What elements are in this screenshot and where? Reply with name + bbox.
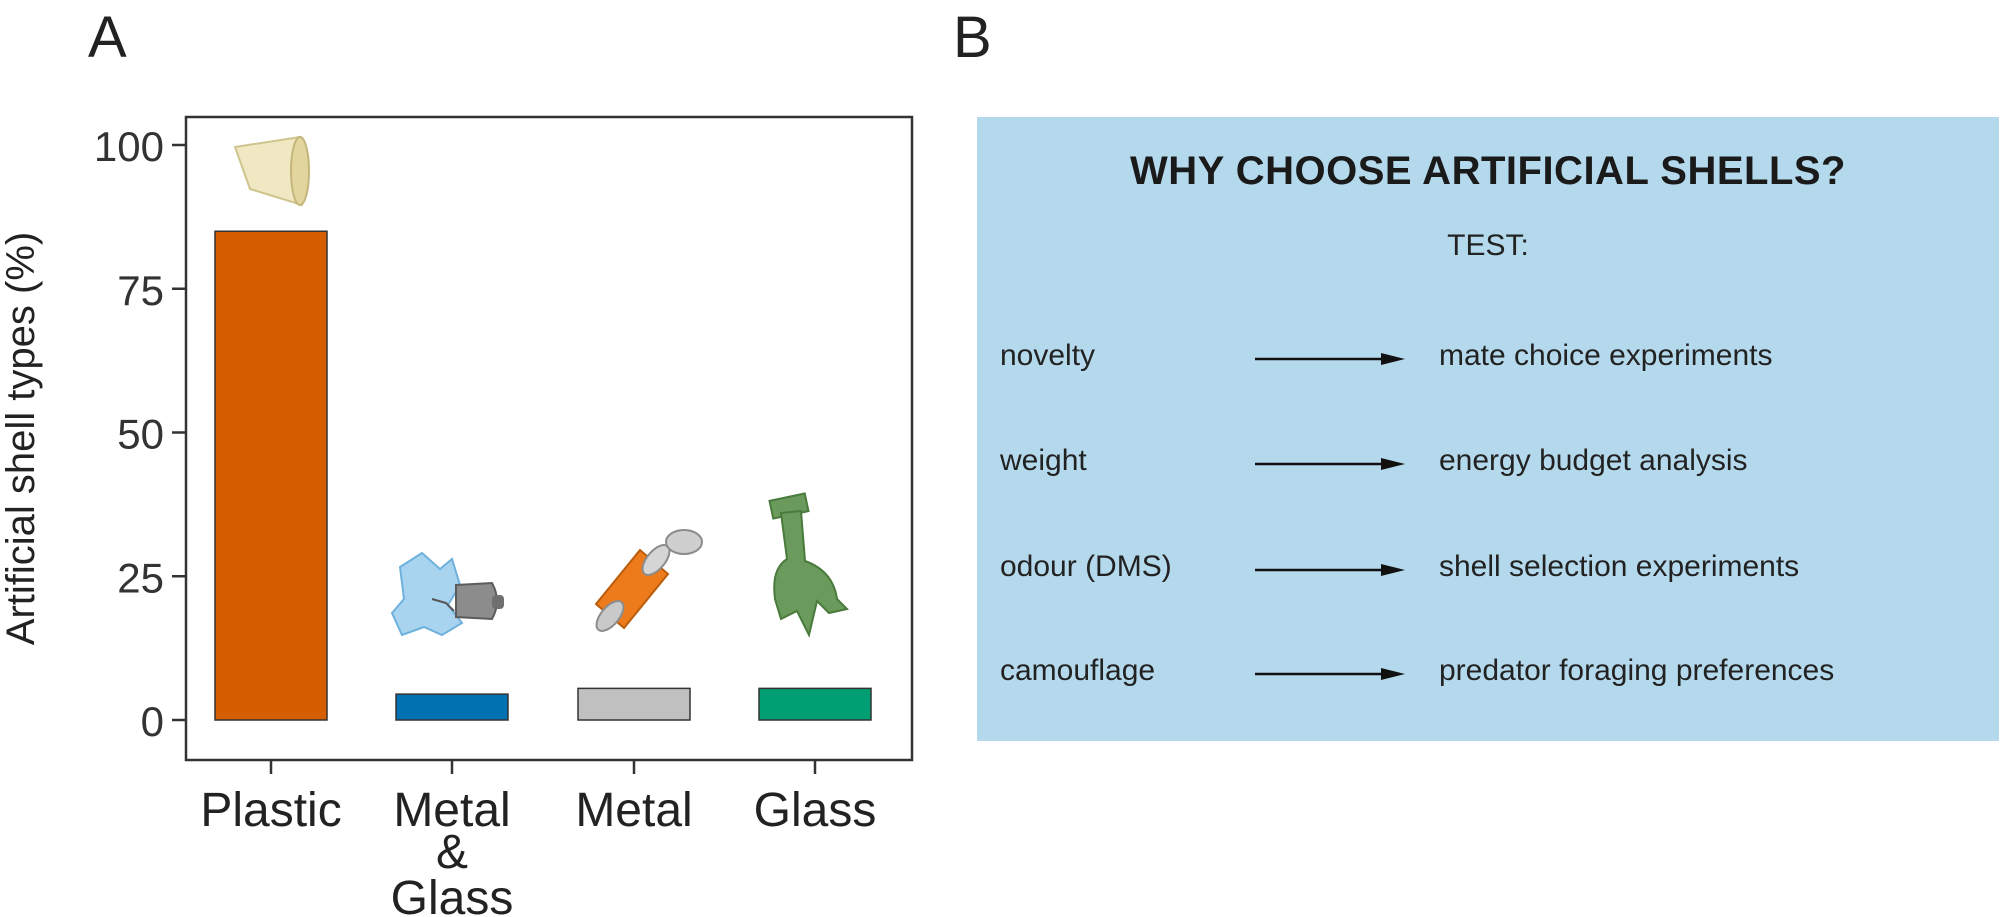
broken-bottle-icon — [768, 492, 849, 638]
plastic-cup-icon — [233, 135, 310, 207]
info-row-odour: odour (DMS) shell selection experiments — [977, 550, 1999, 594]
bulb-base — [455, 581, 498, 621]
arrow-right-icon — [1255, 458, 1405, 470]
y-tick-label: 25 — [117, 554, 164, 601]
panel-letter-a: A — [88, 5, 127, 70]
x-tick-label: Metal&Glass — [391, 784, 514, 917]
info-row-weight: weight energy budget analysis — [977, 444, 1999, 488]
y-tick-label: 75 — [117, 267, 164, 314]
can-lid — [665, 529, 703, 555]
bulb-filament — [431, 598, 455, 612]
bar-4 — [758, 687, 872, 721]
y-tick-label: 0 — [141, 698, 164, 745]
cup-rim — [290, 136, 310, 206]
y-tick-label: 50 — [117, 411, 164, 458]
bar-1 — [214, 230, 328, 721]
bar-3 — [577, 687, 691, 721]
info-box-subtitle: TEST: — [1447, 229, 1529, 262]
factor-label: odour (DMS) — [1000, 550, 1172, 583]
bar-2 — [395, 693, 509, 721]
x-tick-label: Plastic — [200, 784, 341, 837]
can-bottom — [595, 600, 625, 632]
arrow-right-icon — [1255, 564, 1405, 576]
glass-bulb-icon — [390, 551, 504, 637]
test-label: predator foraging preferences — [1439, 654, 1835, 687]
info-row-camouflage: camouflage predator foraging preferences — [977, 654, 1999, 698]
factor-label: camouflage — [1000, 654, 1156, 687]
factor-label: weight — [1000, 444, 1087, 477]
test-label: mate choice experiments — [1439, 339, 1773, 372]
arrow-right-icon — [1255, 353, 1405, 365]
y-axis-label: Artificial shell types (%) — [0, 232, 43, 645]
factor-label: novelty — [1000, 339, 1096, 372]
tin-can-icon — [594, 529, 703, 632]
bottle-body — [773, 509, 849, 638]
panel-letter-b: B — [953, 5, 992, 70]
arrow-right-icon — [1255, 668, 1405, 680]
test-label: shell selection experiments — [1439, 550, 1800, 583]
info-box: WHY CHOOSE ARTIFICIAL SHELLS? TEST: nove… — [977, 117, 1999, 741]
y-tick-label: 100 — [94, 123, 164, 170]
x-tick-label: Metal — [575, 784, 692, 837]
info-row-novelty: novelty mate choice experiments — [977, 339, 1999, 383]
x-tick-label: Glass — [754, 784, 877, 837]
test-label: energy budget analysis — [1439, 444, 1748, 477]
bulb-glass — [390, 551, 464, 637]
bulb-tip — [492, 595, 504, 609]
info-box-title: WHY CHOOSE ARTIFICIAL SHELLS? — [1129, 149, 1846, 193]
